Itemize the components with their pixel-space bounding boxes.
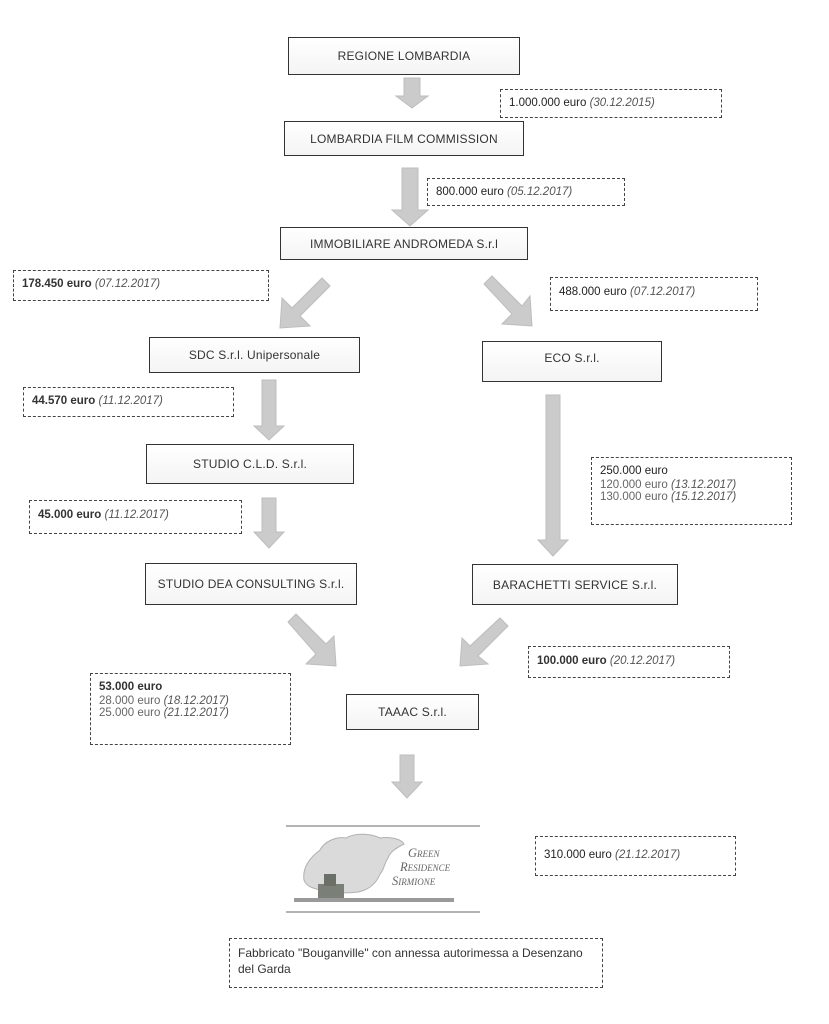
transfer-part: 120.000 euro (13.12.2017) — [600, 478, 783, 492]
node-label: TAAAC S.r.l. — [378, 705, 447, 719]
logo-line-3: Sirmione — [392, 874, 436, 888]
transfer-date: (11.12.2017) — [104, 509, 169, 521]
transfer-note-dea-to-taaac: 53.000 euro 28.000 euro (18.12.2017) 25.… — [90, 673, 291, 745]
arrow-diagonal-left-icon — [459, 617, 509, 667]
transfer-date: (05.12.2017) — [507, 186, 573, 198]
node-label: REGIONE LOMBARDIA — [337, 49, 471, 63]
node-immobiliare-andromeda: IMMOBILIARE ANDROMEDA S.r.l — [280, 227, 528, 260]
transfer-amount: 44.570 euro — [32, 395, 96, 407]
arrow-down-icon — [536, 394, 570, 557]
transfer-note-barachetti-to-taaac: 100.000 euro (20.12.2017) — [528, 646, 730, 678]
transfer-note-andromeda-to-sdc: 178.450 euro (07.12.2017) — [13, 270, 269, 301]
arrow-down-icon — [252, 497, 286, 549]
arrow-diagonal-right-icon — [483, 275, 533, 327]
transfer-part: 130.000 euro (15.12.2017) — [600, 490, 783, 504]
transfer-amount: 178.450 euro — [22, 278, 92, 290]
transfer-amount: 1.000.000 euro — [509, 97, 587, 109]
arrow-down-icon — [394, 77, 430, 109]
transfer-note-andromeda-to-eco: 488.000 euro (07.12.2017) — [550, 277, 758, 311]
transfer-date: (30.12.2015) — [589, 97, 655, 109]
logo-line-2: Residence — [400, 860, 451, 874]
arrow-down-icon — [390, 167, 430, 227]
transfer-date: (20.12.2017) — [609, 655, 676, 667]
transfer-amount: 28.000 euro — [99, 695, 161, 707]
transfer-note-regione-to-lfc: 1.000.000 euro (30.12.2015) — [500, 89, 722, 118]
transfer-part: 25.000 euro (21.12.2017) — [99, 706, 282, 720]
transfer-total: 53.000 euro — [99, 681, 163, 693]
transfer-amount: 45.000 euro — [38, 509, 102, 521]
arrow-down-icon — [252, 379, 286, 441]
transfer-date: (07.12.2017) — [94, 278, 161, 290]
node-sdc: SDC S.r.l. Unipersonale — [149, 337, 360, 373]
arrow-diagonal-left-icon — [279, 277, 331, 329]
node-regione-lombardia: REGIONE LOMBARDIA — [288, 37, 520, 75]
node-taaac: TAAAC S.r.l. — [346, 694, 479, 730]
transfer-note-lfc-to-andromeda: 800.000 euro (05.12.2017) — [427, 178, 625, 206]
node-label: STUDIO DEA CONSULTING S.r.l. — [157, 577, 345, 591]
transfer-date: (11.12.2017) — [98, 395, 163, 407]
node-label: SDC S.r.l. Unipersonale — [188, 348, 321, 362]
arrow-diagonal-right-icon — [287, 613, 337, 667]
property-description-note: Fabbricato "Bouganville" con annessa aut… — [229, 938, 603, 988]
node-eco: ECO S.r.l. — [482, 341, 662, 382]
lake-map-icon — [286, 825, 480, 913]
node-label: ECO S.r.l. — [544, 351, 600, 365]
transfer-date: (07.12.2017) — [630, 286, 696, 298]
green-residence-sirmione-logo: Green Residence Sirmione — [284, 822, 482, 918]
transfer-amount: 310.000 euro — [544, 849, 612, 861]
transfer-date: (18.12.2017) — [163, 695, 229, 707]
logo-line-1: Green — [408, 846, 440, 860]
transfer-total: 250.000 euro — [600, 465, 668, 477]
node-barachetti-service: BARACHETTI SERVICE S.r.l. — [472, 564, 678, 605]
node-lombardia-film-commission: LOMBARDIA FILM COMMISSION — [284, 121, 524, 156]
transfer-date: (21.12.2017) — [163, 707, 229, 719]
transfer-note-taaac-to-property: 310.000 euro (21.12.2017) — [535, 836, 736, 876]
node-studio-cld: STUDIO C.L.D. S.r.l. — [146, 444, 354, 484]
transfer-part: 28.000 euro (18.12.2017) — [99, 694, 282, 708]
arrow-down-icon — [390, 754, 424, 799]
node-label: BARACHETTI SERVICE S.r.l. — [492, 577, 658, 592]
transfer-date: (21.12.2017) — [615, 849, 681, 861]
transfer-amount: 488.000 euro — [559, 286, 627, 298]
transfer-note-eco-to-barachetti: 250.000 euro 120.000 euro (13.12.2017) 1… — [591, 457, 792, 525]
transfer-note-sdc-to-cld: 44.570 euro (11.12.2017) — [23, 387, 234, 417]
node-studio-dea-consulting: STUDIO DEA CONSULTING S.r.l. — [145, 563, 357, 605]
transfer-date: (13.12.2017) — [671, 479, 737, 491]
transfer-amount: 800.000 euro — [436, 186, 504, 198]
node-label: STUDIO C.L.D. S.r.l. — [192, 457, 307, 471]
transfer-note-cld-to-dea: 45.000 euro (11.12.2017) — [29, 500, 242, 534]
transfer-amount: 130.000 euro — [600, 491, 668, 503]
transfer-date: (15.12.2017) — [671, 491, 737, 503]
node-label: IMMOBILIARE ANDROMEDA S.r.l — [309, 236, 499, 251]
transfer-amount: 100.000 euro — [537, 655, 607, 667]
transfer-amount: 25.000 euro — [99, 707, 161, 719]
transfer-amount: 120.000 euro — [600, 479, 668, 491]
node-label: LOMBARDIA FILM COMMISSION — [310, 131, 498, 146]
property-description: Fabbricato "Bouganville" con annessa aut… — [238, 946, 583, 976]
